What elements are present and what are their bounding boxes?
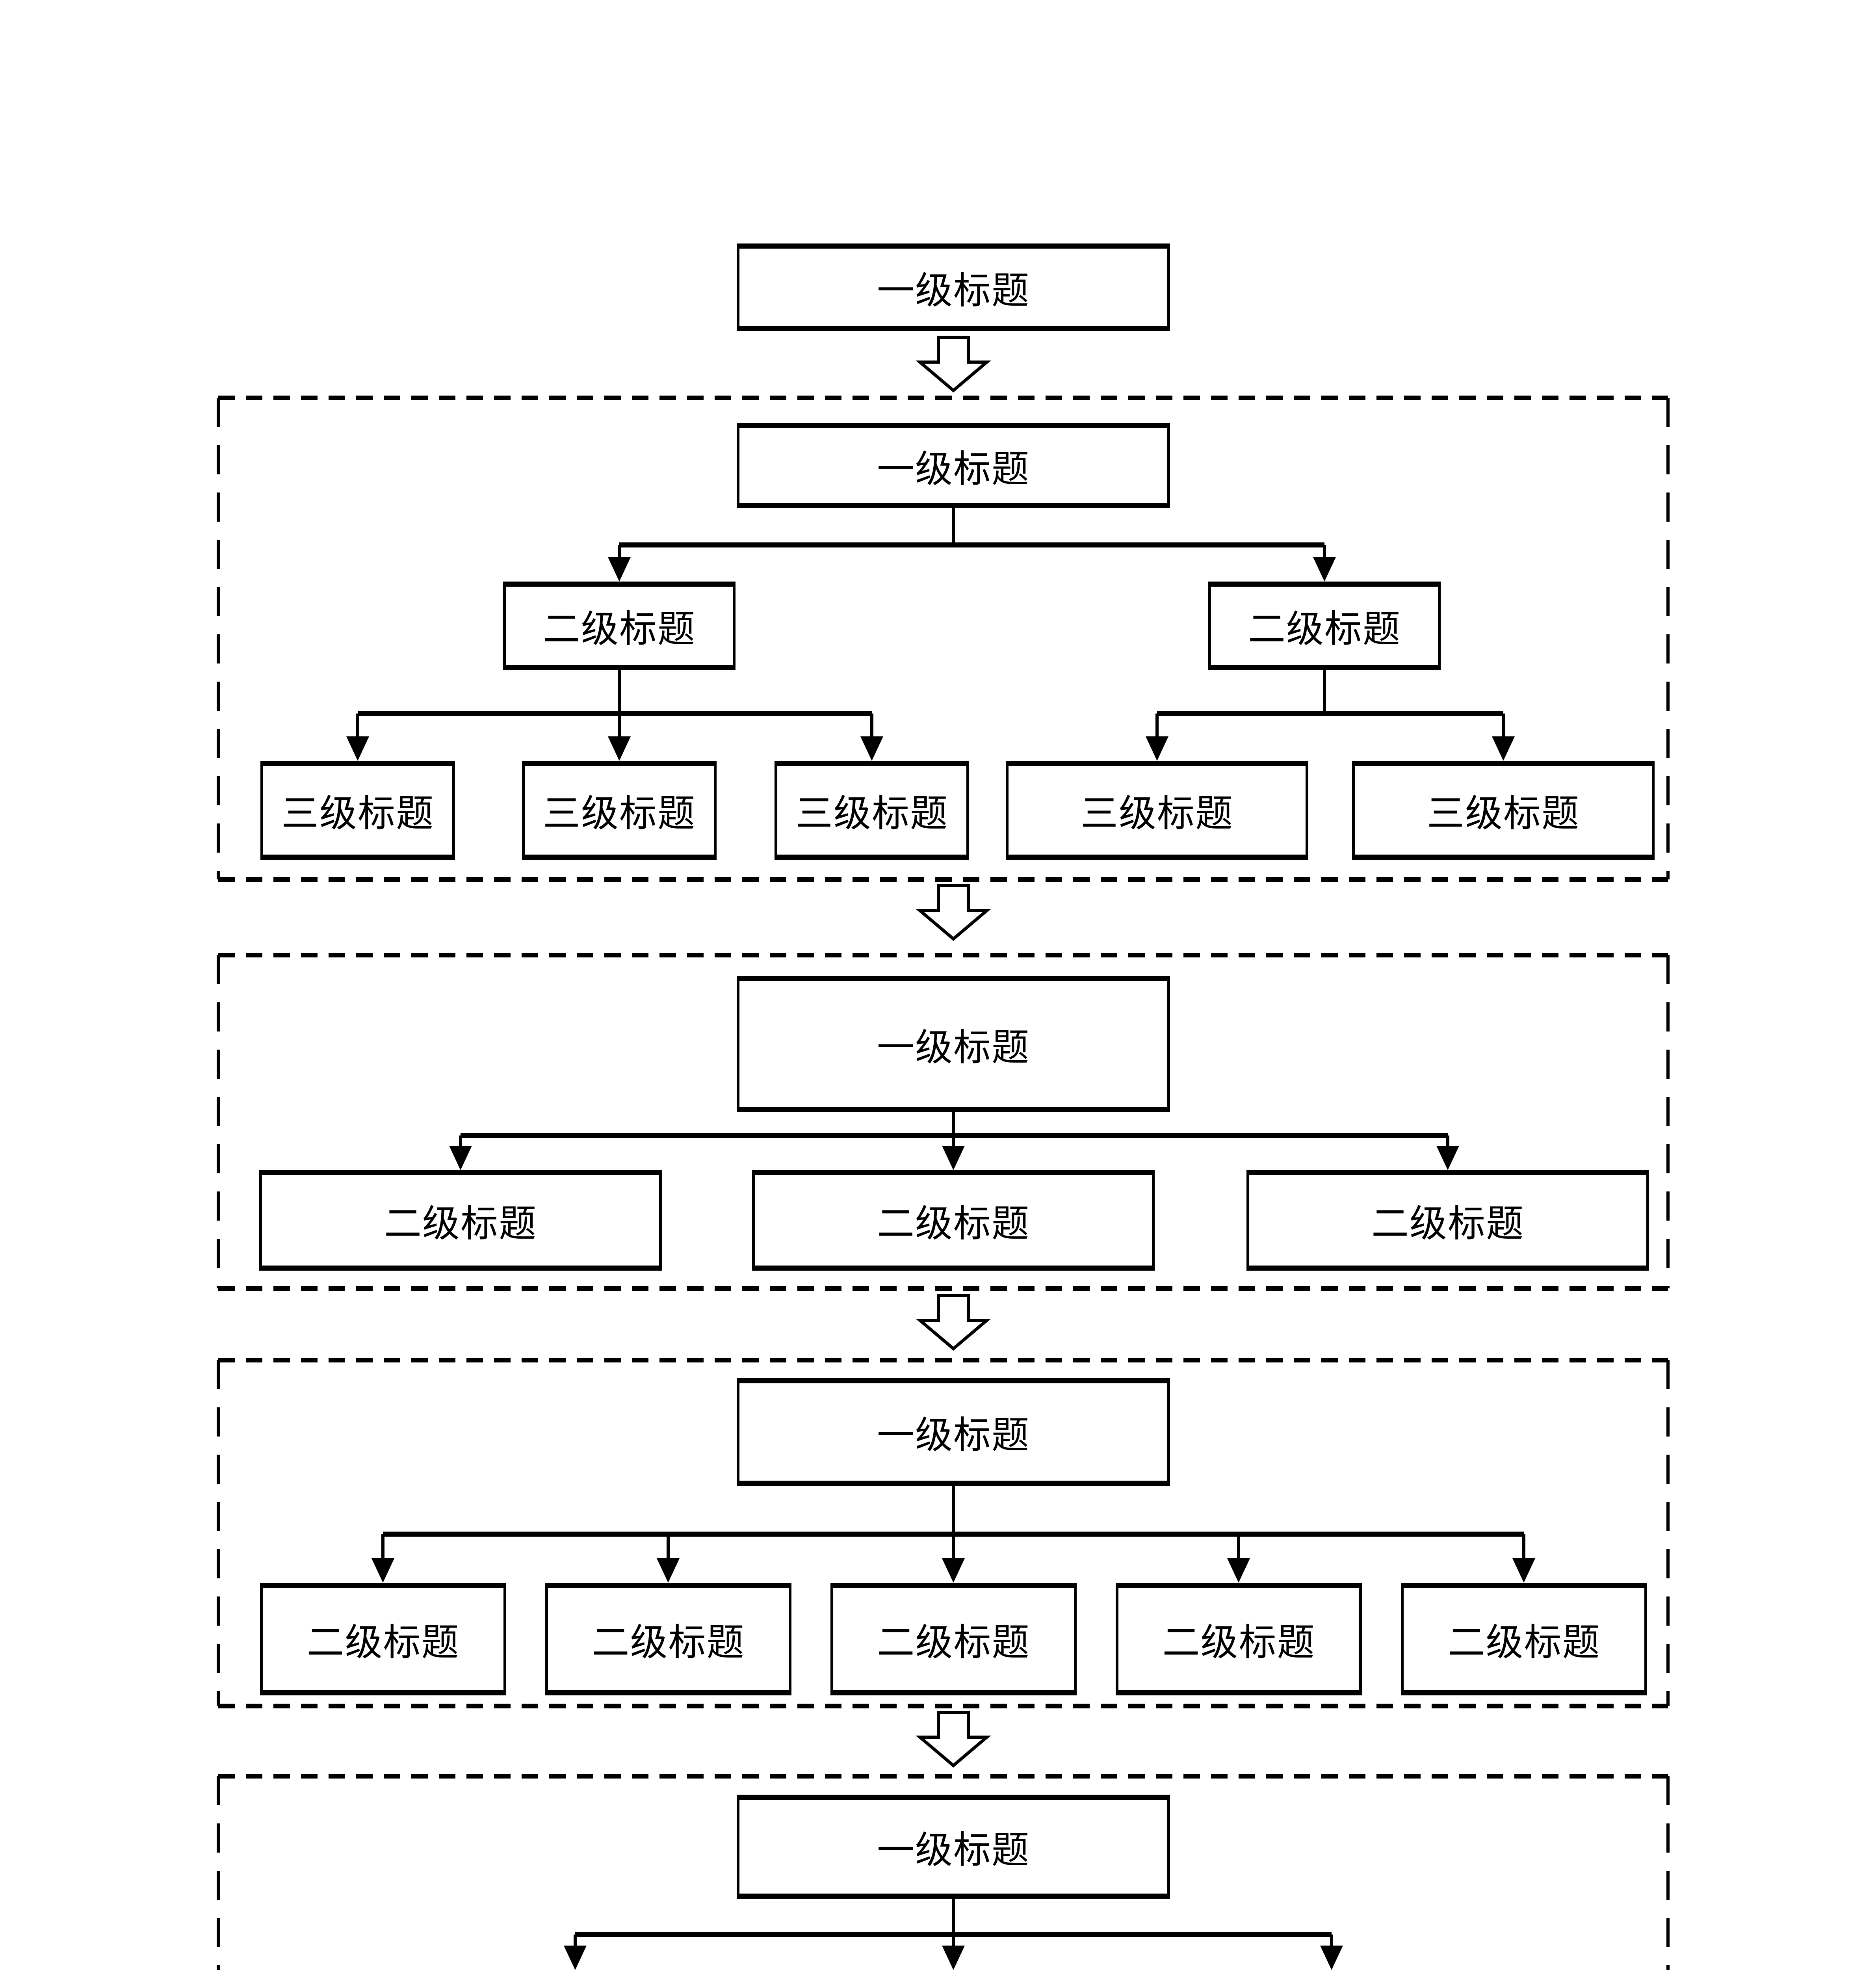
s3-level2-box-4: 二级标题 [1116, 1583, 1362, 1695]
section-3-connectors [371, 1486, 1535, 1583]
s4-level1-box: 一级标题 [737, 1795, 1170, 1899]
arrowhead-icon [449, 1146, 472, 1170]
arrowhead-icon [942, 1558, 965, 1583]
down-arrow-icon [916, 1294, 991, 1351]
s3-level2-box-5: 二级标题 [1401, 1583, 1647, 1695]
s1-level3-box-3: 三级标题 [775, 761, 969, 860]
arrowhead-icon [942, 1146, 965, 1170]
s2-level2-box-3: 二级标题 [1246, 1170, 1649, 1271]
s1-level2-box-1: 二级标题 [503, 582, 736, 670]
section-3-frame [217, 1358, 1670, 1708]
section-2-connectors [449, 1112, 1459, 1170]
section-2-frame [217, 953, 1670, 1291]
s2-level1-box: 一级标题 [737, 976, 1170, 1112]
arrowhead-icon [564, 1946, 587, 1970]
s3-level2-box-3: 二级标题 [830, 1583, 1077, 1695]
section-4-frame [217, 1774, 1670, 1970]
s2-level2-box-1: 二级标题 [259, 1170, 662, 1271]
arrowhead-icon [1227, 1558, 1250, 1583]
down-arrow-icon [916, 1711, 991, 1768]
arrowhead-icon [608, 736, 631, 761]
arrowhead-icon [371, 1558, 394, 1583]
down-arrow-icon [916, 884, 991, 941]
section-1-connectors [346, 508, 1515, 761]
arrowhead-icon [1492, 736, 1515, 761]
s2-level2-box-2: 二级标题 [752, 1170, 1155, 1271]
s3-level2-box-2: 二级标题 [545, 1583, 791, 1695]
arrowhead-icon [1313, 557, 1336, 582]
arrowhead-icon [608, 557, 631, 582]
arrowhead-icon [942, 1946, 965, 1970]
root-box: 一级标题 [737, 243, 1170, 331]
arrowhead-icon [1512, 1558, 1535, 1583]
arrowhead-icon [346, 736, 369, 761]
section-1-frame [217, 396, 1670, 882]
down-arrow-icon [916, 336, 991, 393]
s1-level3-box-1: 三级标题 [260, 761, 455, 860]
s3-level1-box: 一级标题 [737, 1378, 1170, 1486]
s1-level3-box-2: 三级标题 [522, 761, 717, 860]
s3-level2-box-1: 二级标题 [260, 1583, 506, 1695]
arrowhead-icon [860, 736, 883, 761]
arrowhead-icon [1436, 1146, 1459, 1170]
s1-level3-box-5: 三级标题 [1352, 761, 1655, 860]
s1-level3-box-4: 三级标题 [1006, 761, 1308, 860]
arrowhead-icon [1320, 1946, 1343, 1970]
section-4-connectors [564, 1899, 1343, 1970]
arrowhead-icon [1146, 736, 1168, 761]
arrowhead-icon [657, 1558, 680, 1583]
s1-level2-box-2: 二级标题 [1208, 582, 1441, 670]
s1-level1-box: 一级标题 [737, 423, 1170, 508]
